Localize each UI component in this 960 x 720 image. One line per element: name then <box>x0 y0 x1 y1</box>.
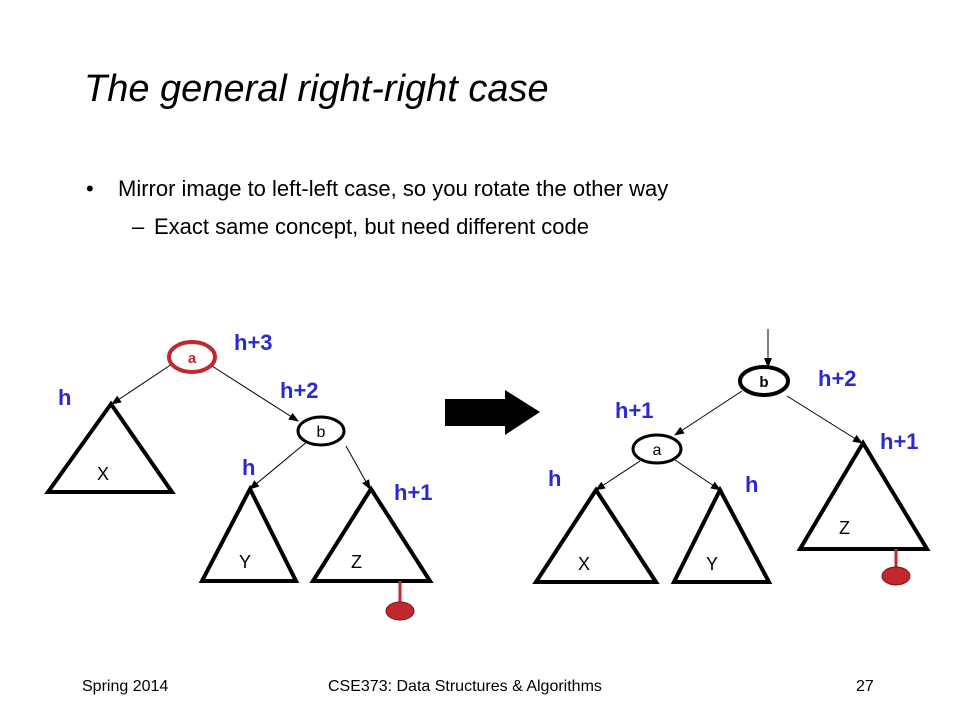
z-extra-level-dot <box>385 601 415 621</box>
after-tree: X Y Z b a h+2 h+1 h h h+1 <box>532 329 931 586</box>
bullet-dot: • <box>86 176 94 201</box>
edge-a-x <box>111 363 173 405</box>
height-label-y: h <box>242 455 255 480</box>
node-b <box>296 415 346 447</box>
subtree-z-triangle <box>309 485 434 583</box>
edge-b-z <box>786 395 863 444</box>
footer-course: CSE373: Data Structures & Algorithms <box>328 678 602 695</box>
subtree-y-label: Y <box>706 554 718 574</box>
sub-bullet-text: Exact same concept, but need different c… <box>154 214 589 239</box>
subtree-y-triangle <box>198 484 300 583</box>
node-a <box>631 433 683 465</box>
footer-date: Spring 2014 <box>82 678 169 695</box>
edge-a-y <box>674 459 721 491</box>
edge-b-a <box>674 390 743 436</box>
sub-bullet-dash: – <box>132 214 145 239</box>
height-label-a: h+3 <box>234 330 273 355</box>
height-label-x: h <box>548 466 561 491</box>
height-label-b: h+2 <box>818 366 857 391</box>
height-label-b: h+2 <box>280 378 319 403</box>
subtree-z-label: Z <box>839 518 850 538</box>
rotation-arrow <box>445 390 540 435</box>
edge-b-y <box>249 440 309 490</box>
z-extra-level-dot <box>881 566 911 586</box>
subtree-x-triangle <box>44 400 176 494</box>
height-label-a: h+1 <box>615 398 654 423</box>
node-b-label: b <box>759 374 768 391</box>
subtree-y-triangle <box>670 485 773 584</box>
before-tree: X Y Z a b h+3 h+2 h h h+1 <box>44 330 434 621</box>
subtree-x-label: X <box>578 554 590 574</box>
footer-page-number: 27 <box>856 678 874 695</box>
node-a-label: a <box>653 442 662 459</box>
edge-b-z <box>345 445 371 490</box>
node-a <box>167 340 217 374</box>
height-label-y: h <box>745 472 758 497</box>
subtree-z-label: Z <box>351 552 362 572</box>
subtree-x-label: X <box>97 464 109 484</box>
subtree-y-label: Y <box>239 552 251 572</box>
subtree-x-triangle <box>532 486 660 584</box>
node-a-label: a <box>188 350 197 367</box>
slide-title: The general right-right case <box>84 68 549 110</box>
edge-a-x <box>595 460 641 491</box>
edge-a-b <box>211 365 299 422</box>
height-label-x: h <box>58 385 71 410</box>
node-b-label: b <box>317 424 326 441</box>
bullet-text: Mirror image to left-left case, so you r… <box>118 176 669 201</box>
subtree-z-triangle <box>796 439 931 551</box>
height-label-z: h+1 <box>394 480 433 505</box>
height-label-z: h+1 <box>880 429 919 454</box>
bullet-item: • Mirror image to left-left case, so you … <box>86 176 668 202</box>
sub-bullet-item: –Exact same concept, but need different … <box>132 214 589 240</box>
node-b <box>738 365 790 397</box>
